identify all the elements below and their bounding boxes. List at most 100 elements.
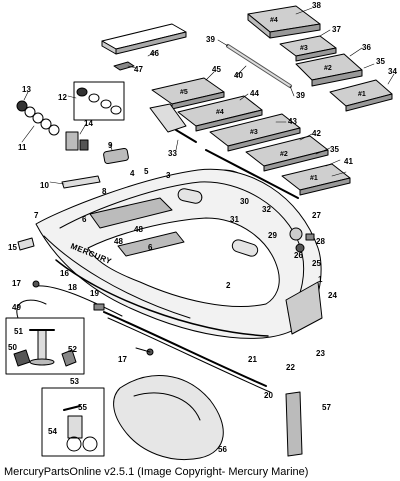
callout-17a: 17	[12, 279, 21, 288]
valve-assembly-11	[16, 100, 60, 136]
ring-28	[305, 233, 315, 241]
clip-47	[113, 61, 135, 71]
callout-39a: 39	[206, 35, 215, 44]
callout-4: 4	[130, 169, 135, 178]
storage-bag-56	[113, 375, 224, 461]
nozzle-52	[61, 349, 77, 367]
patch-54b	[82, 436, 98, 452]
floor-panel-41	[281, 163, 351, 196]
callout-18: 18	[68, 283, 77, 292]
valve-26	[295, 243, 305, 253]
callout-31: 31	[230, 215, 239, 224]
callout-8: 8	[102, 187, 107, 196]
callout-17b: 17	[118, 355, 127, 364]
callout-22: 22	[286, 363, 295, 372]
panel-tag-38: #4	[270, 17, 278, 24]
leader-lines	[21, 7, 395, 185]
callout-40: 40	[234, 71, 243, 80]
rope-18	[35, 285, 123, 317]
keel-strip-20	[103, 311, 267, 387]
callout-44: 44	[250, 89, 259, 98]
panel-tag-45: #5	[180, 89, 188, 96]
pole-32	[205, 149, 299, 199]
valve-14	[65, 131, 89, 151]
callout-55: 55	[78, 403, 87, 412]
stringer-bar-40	[226, 44, 292, 88]
callout-7: 7	[34, 211, 39, 220]
callout-46: 46	[150, 49, 159, 58]
floor-panel-44	[177, 95, 263, 132]
panel-tag-43: #3	[250, 129, 258, 136]
callout-56: 56	[218, 445, 227, 454]
floor-panel-38	[247, 5, 321, 39]
callout-20: 20	[264, 391, 273, 400]
panel-tags: #4 #3 #2 #1 #5 #4 #3 #2 #1	[180, 17, 366, 182]
callout-10: 10	[40, 181, 49, 190]
callout-21: 21	[248, 355, 257, 364]
callout-28: 28	[316, 237, 325, 246]
callout-52: 52	[68, 345, 77, 354]
callout-45: 45	[212, 65, 221, 74]
callout-36: 36	[362, 43, 371, 52]
callout-1: 1	[318, 275, 323, 284]
callout-43: 43	[288, 117, 297, 126]
panel-tag-34: #1	[358, 91, 366, 98]
callout-53: 53	[70, 377, 79, 386]
callout-26: 26	[294, 251, 303, 260]
callout-42: 42	[312, 129, 321, 138]
callout-15: 15	[8, 243, 17, 252]
callout-6a: 6	[82, 215, 87, 224]
seat-cap-46	[101, 23, 187, 55]
pump-hose-49	[16, 299, 47, 319]
callout-47: 47	[134, 65, 143, 74]
callout-27: 27	[312, 211, 321, 220]
strip-10	[61, 175, 101, 189]
callout-41: 41	[344, 157, 353, 166]
valve-27	[289, 227, 303, 241]
end-cap-17a	[32, 280, 40, 288]
callout-48a: 48	[114, 237, 123, 246]
panel-tag-37: #3	[300, 45, 308, 52]
floor-panel-34	[329, 79, 393, 112]
callout-50: 50	[8, 343, 17, 352]
callout-38: 38	[312, 1, 321, 10]
callout-49: 49	[12, 303, 21, 312]
floor-panel-37	[279, 35, 337, 62]
callout-57: 57	[322, 403, 331, 412]
callout-labels: 1 2 3 4 5 6 6 7 8 9 10 11 12 13 14 15 16…	[8, 1, 397, 454]
floor-panel-42	[245, 135, 329, 172]
callout-33: 33	[168, 149, 177, 158]
bag-15	[17, 237, 35, 251]
o-rings-12	[76, 87, 122, 115]
callout-12: 12	[58, 93, 67, 102]
callout-29: 29	[268, 231, 277, 240]
callout-34: 34	[388, 67, 397, 76]
callout-48b: 48	[134, 225, 143, 234]
callout-13: 13	[22, 85, 31, 94]
callout-11: 11	[18, 143, 27, 152]
repair-tube-55	[63, 405, 83, 439]
callout-5: 5	[144, 167, 149, 176]
callout-2: 2	[226, 281, 231, 290]
panel-tag-36: #2	[324, 65, 332, 72]
callout-51: 51	[14, 327, 23, 336]
image-caption: MercuryPartsOnline v2.5.1 (Image Copyrig…	[4, 466, 309, 478]
patch-9	[103, 147, 129, 165]
boat-hull	[35, 168, 323, 339]
callout-9: 9	[108, 141, 113, 150]
panel-tag-41: #1	[310, 175, 318, 182]
oar-33	[149, 103, 197, 143]
floor-panel-36	[295, 53, 363, 87]
panel-tag-44: #4	[216, 109, 224, 116]
callout-35a: 35	[376, 57, 385, 66]
callout-30: 30	[240, 197, 249, 206]
callout-37: 37	[332, 25, 341, 34]
callout-39b: 39	[296, 91, 305, 100]
callout-32: 32	[262, 205, 271, 214]
callout-24: 24	[328, 291, 337, 300]
callout-3: 3	[166, 171, 171, 180]
callout-19: 19	[90, 289, 99, 298]
callout-16: 16	[60, 269, 69, 278]
callout-6b: 6	[148, 243, 153, 252]
